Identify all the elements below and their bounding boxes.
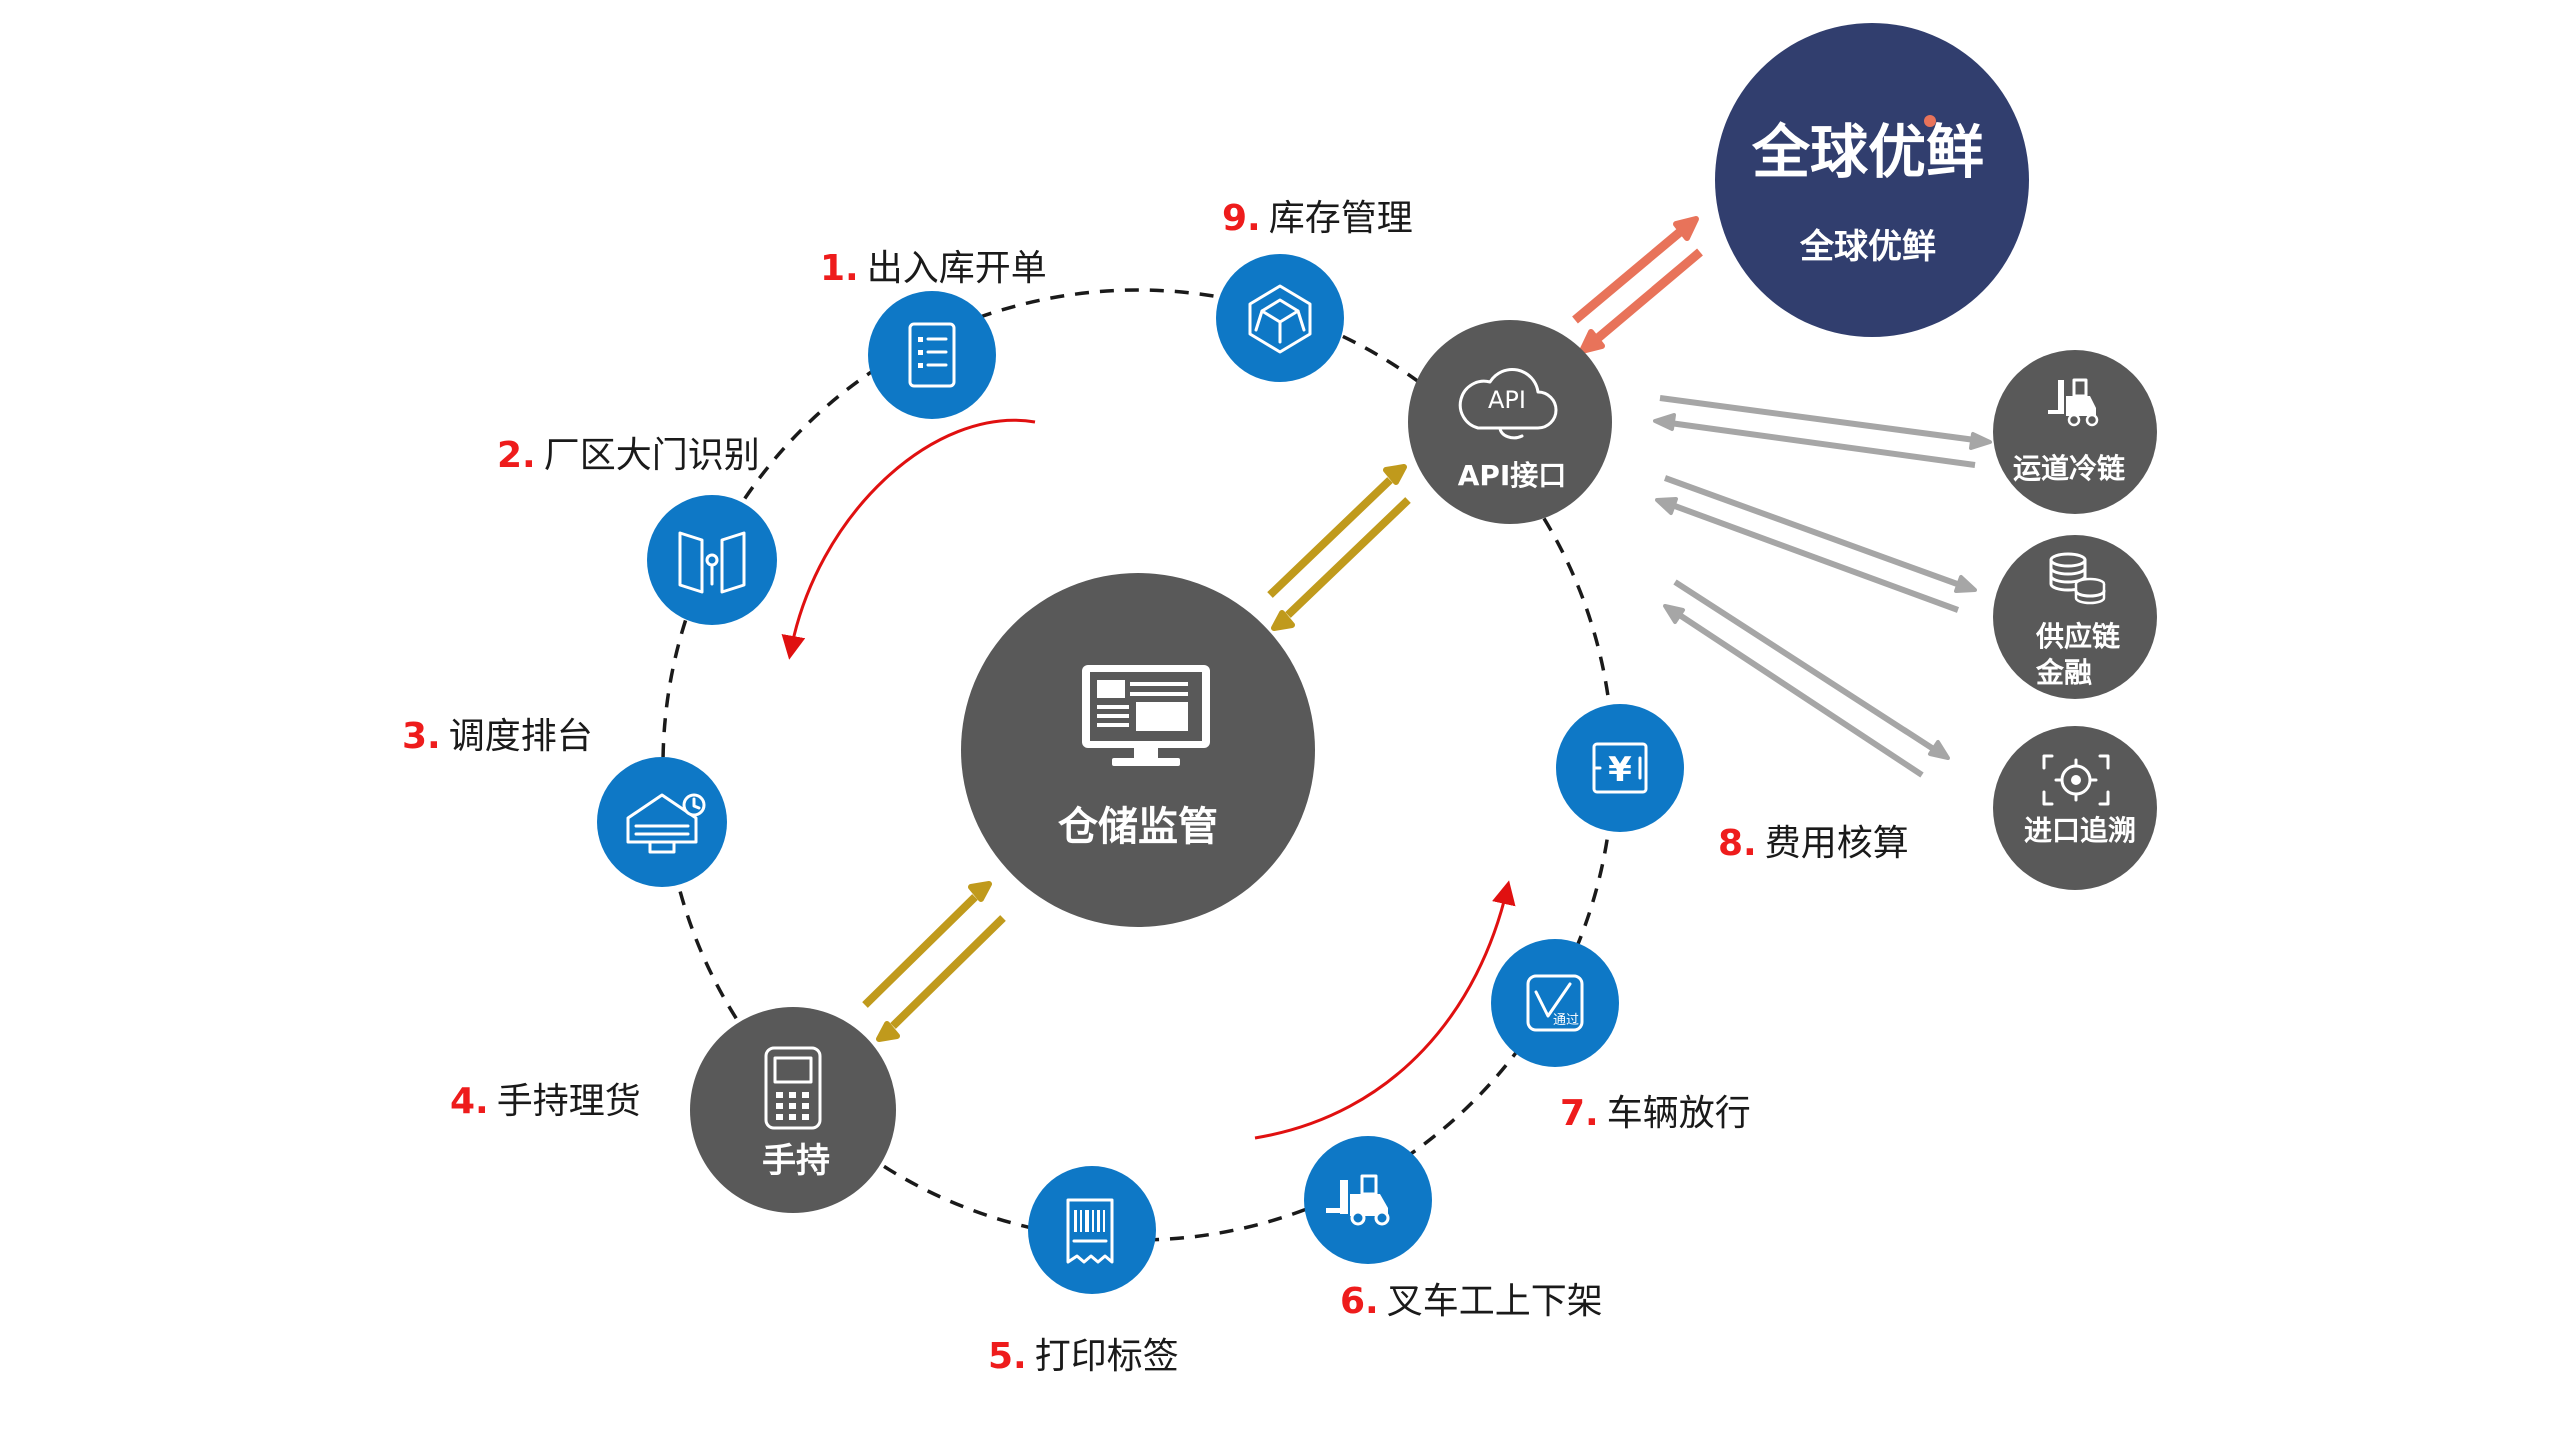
step-2-node[interactable] bbox=[647, 495, 777, 625]
svg-text:1.出入库开单: 1.出入库开单 bbox=[820, 248, 1047, 289]
handheld-label: 手持 bbox=[762, 1141, 830, 1181]
api-brand-exchange-arrows bbox=[1572, 216, 1703, 354]
trace-target-icon bbox=[2042, 754, 2110, 806]
step-2-number: 2. bbox=[497, 435, 536, 476]
forklift-icon bbox=[2048, 378, 2099, 427]
svg-text:8.费用核算: 8.费用核算 bbox=[1718, 823, 1909, 864]
brand-node[interactable]: 全球优鲜 全球优鲜 bbox=[1715, 23, 2029, 337]
step-5-label: 打印标签 bbox=[1035, 1336, 1179, 1377]
step-3-node[interactable] bbox=[597, 757, 727, 887]
partner-import-trace-node[interactable]: 进口追溯 bbox=[1993, 726, 2157, 890]
step-1-node[interactable] bbox=[868, 291, 996, 419]
step-6-label: 叉车工上下架 bbox=[1387, 1281, 1603, 1322]
step-5-number: 5. bbox=[988, 1336, 1027, 1377]
yuan-symbol: ¥ bbox=[1608, 750, 1632, 790]
pass-check-icon: 通过 bbox=[1526, 974, 1584, 1032]
step-9-label: 库存管理 bbox=[1269, 198, 1413, 239]
step-8-number: 8. bbox=[1718, 823, 1757, 864]
label-print-icon bbox=[1066, 1198, 1114, 1264]
step-5-node[interactable] bbox=[1028, 1166, 1156, 1294]
step-9-node[interactable] bbox=[1216, 254, 1344, 382]
gate-icon bbox=[678, 531, 746, 594]
svg-text:6.叉车工上下架: 6.叉车工上下架 bbox=[1340, 1281, 1603, 1322]
partner-import-trace-label: 进口追溯 bbox=[2024, 814, 2136, 847]
step-4-caption: 4.手持理货 bbox=[450, 1081, 641, 1122]
step-6-node[interactable] bbox=[1304, 1136, 1432, 1264]
forklift-icon bbox=[1326, 1174, 1390, 1226]
dock-schedule-icon bbox=[626, 793, 706, 854]
step-2-caption: 2.厂区大门识别 bbox=[497, 435, 760, 476]
partner-cold-chain-node[interactable]: 运道冷链 bbox=[1993, 350, 2157, 514]
center-api-exchange-arrows bbox=[1267, 464, 1411, 631]
step-7-label: 车辆放行 bbox=[1607, 1093, 1751, 1134]
center-node[interactable]: 仓储监管 bbox=[961, 573, 1315, 927]
partner-cold-chain-label: 运道冷链 bbox=[2013, 452, 2125, 485]
monitor-icon bbox=[1082, 665, 1210, 766]
step-3-number: 3. bbox=[402, 716, 441, 757]
step-1-caption: 1.出入库开单 bbox=[820, 248, 1047, 289]
handheld-node[interactable]: 手持 bbox=[690, 1007, 896, 1213]
step-9-caption: 9.库存管理 bbox=[1222, 198, 1413, 239]
coins-icon bbox=[2049, 552, 2106, 605]
brand-logo-dot bbox=[1924, 115, 1936, 127]
step-8-node[interactable]: ¥ bbox=[1556, 704, 1684, 832]
yuan-bill-icon: ¥ bbox=[1592, 742, 1648, 794]
api-label: API接口 bbox=[1458, 459, 1567, 492]
svg-text:3.调度排台: 3.调度排台 bbox=[402, 716, 593, 757]
svg-text:9.库存管理: 9.库存管理 bbox=[1222, 198, 1413, 239]
step-7-node[interactable]: 通过 bbox=[1491, 939, 1619, 1067]
step-8-label: 费用核算 bbox=[1765, 823, 1909, 864]
cube-icon bbox=[1248, 284, 1312, 354]
handheld-icon bbox=[764, 1046, 822, 1130]
flow-arrow-left bbox=[781, 418, 1036, 660]
api-icon-text: API bbox=[1488, 386, 1526, 414]
brand-logo-text: 全球优鲜 bbox=[1751, 118, 1984, 186]
step-3-label: 调度排台 bbox=[449, 716, 593, 757]
cloud-api-icon bbox=[1458, 368, 1558, 430]
svg-text:7.车辆放行: 7.车辆放行 bbox=[1560, 1093, 1751, 1134]
step-6-caption: 6.叉车工上下架 bbox=[1340, 1281, 1603, 1322]
list-icon bbox=[908, 322, 956, 388]
pass-icon-text: 通过 bbox=[1553, 1013, 1579, 1028]
step-4-label: 手持理货 bbox=[497, 1081, 641, 1122]
step-3-caption: 3.调度排台 bbox=[402, 716, 593, 757]
step-5-caption: 5.打印标签 bbox=[988, 1336, 1179, 1377]
api-partner-exchange-arrows bbox=[1653, 395, 1992, 778]
brand-label: 全球优鲜 bbox=[1799, 227, 1936, 267]
center-label: 仓储监管 bbox=[1058, 804, 1218, 850]
step-4-number: 4. bbox=[450, 1081, 489, 1122]
step-1-label: 出入库开单 bbox=[867, 248, 1047, 289]
api-node[interactable]: API API接口 bbox=[1408, 320, 1612, 524]
partner-supply-finance-label-2: 金融 bbox=[2035, 656, 2092, 689]
step-7-number: 7. bbox=[1560, 1093, 1599, 1134]
step-8-caption: 8.费用核算 bbox=[1718, 823, 1909, 864]
step-9-number: 9. bbox=[1222, 198, 1261, 239]
step-1-number: 1. bbox=[820, 248, 859, 289]
svg-text:2.厂区大门识别: 2.厂区大门识别 bbox=[497, 435, 760, 476]
partner-supply-finance-node[interactable]: 供应链 金融 bbox=[1993, 535, 2157, 699]
flow-arrow-right bbox=[1254, 880, 1516, 1140]
step-7-caption: 7.车辆放行 bbox=[1560, 1093, 1751, 1134]
partner-supply-finance-label-1: 供应链 bbox=[2035, 620, 2120, 653]
svg-text:5.打印标签: 5.打印标签 bbox=[988, 1336, 1179, 1377]
svg-text:4.手持理货: 4.手持理货 bbox=[450, 1081, 641, 1122]
center-handheld-exchange-arrows bbox=[862, 881, 1006, 1042]
step-2-label: 厂区大门识别 bbox=[544, 435, 760, 476]
step-6-number: 6. bbox=[1340, 1281, 1379, 1322]
